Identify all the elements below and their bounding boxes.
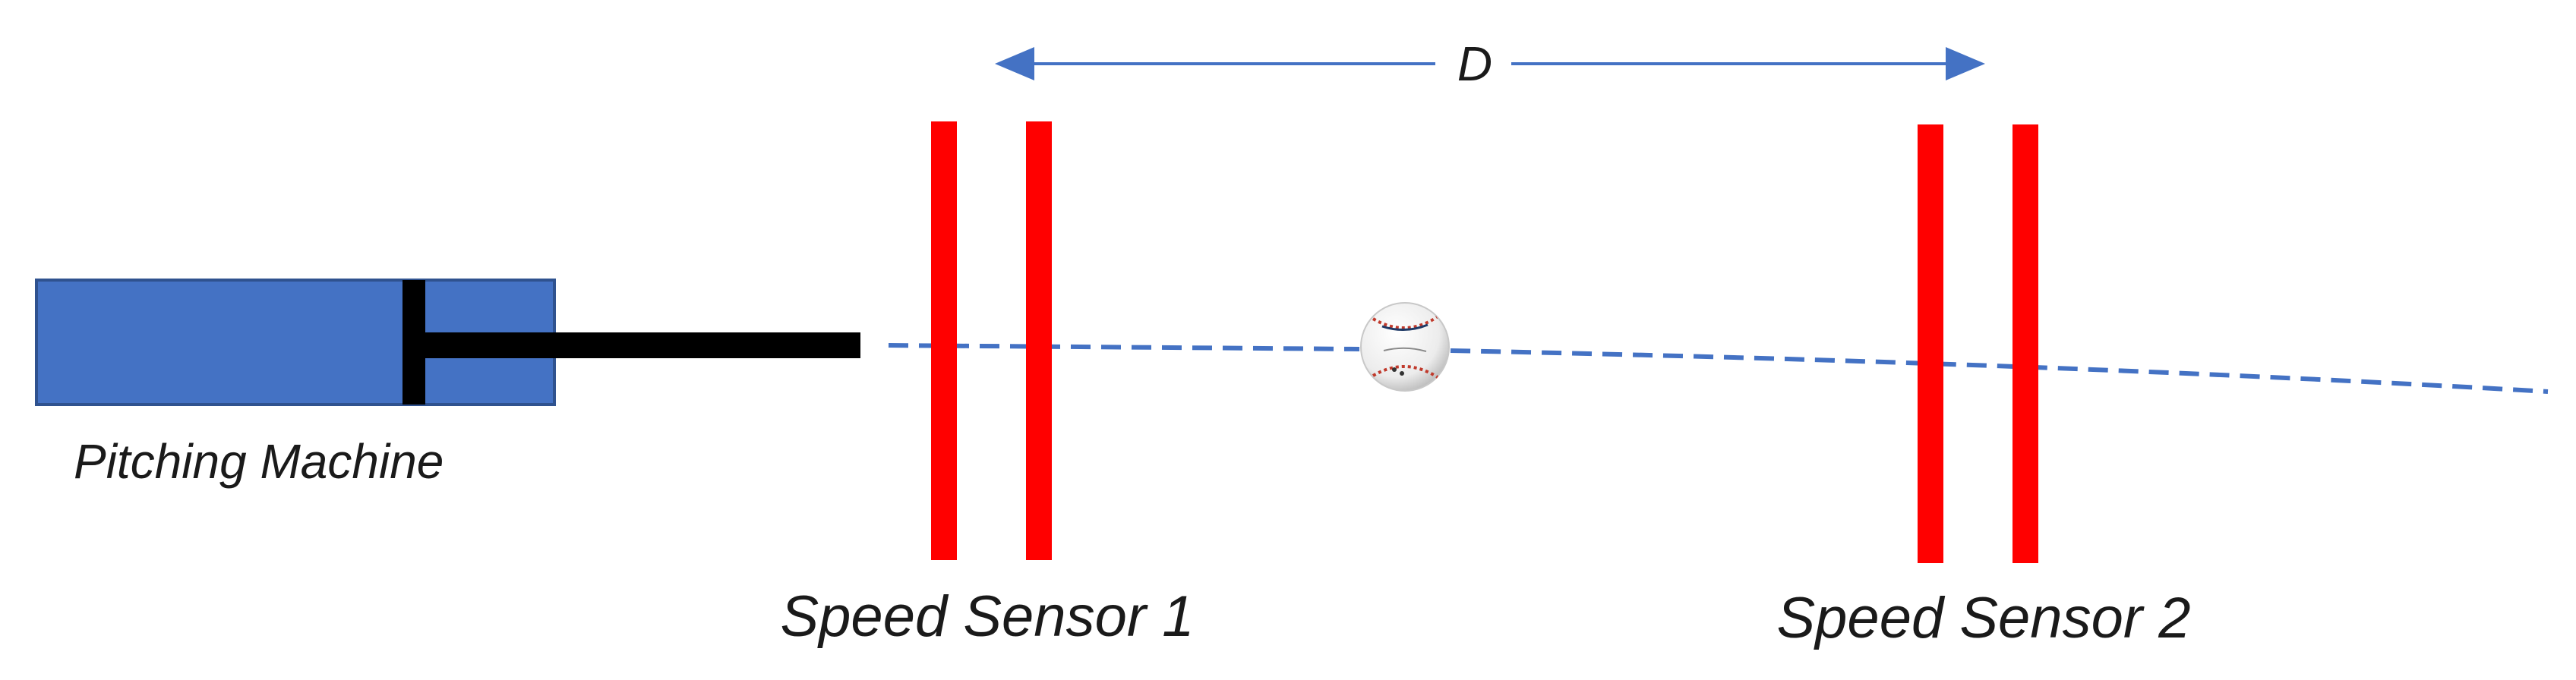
sensor-2-beam-b: [2012, 124, 2038, 563]
speed-sensor-1-label: Speed Sensor 1: [780, 584, 1194, 649]
sensor-1-beam-b: [1026, 121, 1052, 560]
baseball-icon: [1360, 302, 1450, 392]
speed-sensor-2: Speed Sensor 2: [1776, 124, 2191, 650]
distance-arrow-right-head: [1946, 47, 1985, 80]
sensor-2-beam-a: [1918, 124, 1943, 563]
trajectory-segment-2: [1450, 348, 2549, 394]
pitching-machine: Pitching Machine: [35, 279, 860, 489]
speed-sensor-1: Speed Sensor 1: [780, 121, 1195, 649]
piston-rod: [414, 332, 860, 358]
trajectory-segment-1: [888, 343, 1360, 351]
trajectory: [888, 343, 2549, 394]
distance-arrow: D: [995, 36, 1985, 91]
distance-arrow-left-head: [995, 47, 1034, 80]
distance-label: D: [1457, 36, 1492, 91]
pitching-machine-label: Pitching Machine: [74, 434, 444, 489]
speed-sensor-2-label: Speed Sensor 2: [1776, 586, 2190, 650]
sensor-1-beam-a: [931, 121, 957, 560]
